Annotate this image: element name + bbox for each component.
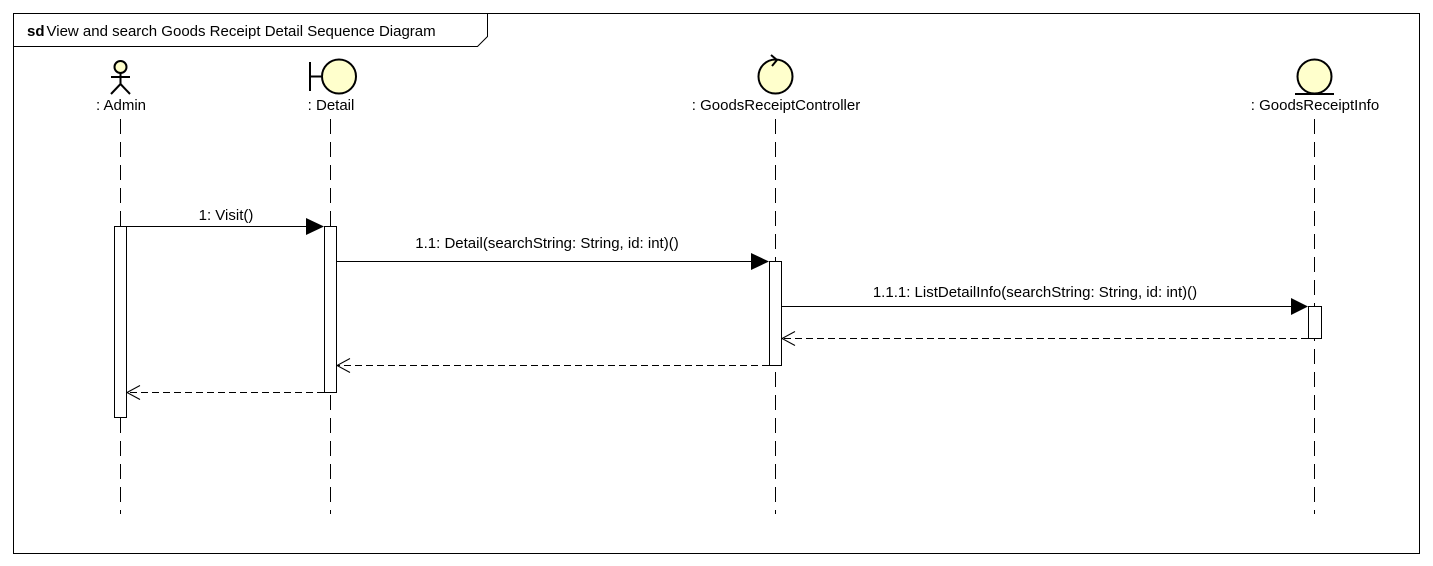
- activation-bar-detail: [324, 226, 337, 393]
- message-label-list-detail-info: 1.1.1: ListDetailInfo(searchString: Stri…: [873, 284, 1197, 301]
- activation-bar-admin: [114, 226, 127, 418]
- message-arrowhead: [306, 218, 324, 235]
- return-arrowhead: [335, 358, 351, 373]
- activation-bar-controller: [769, 261, 782, 366]
- participant-label-goods-receipt-info: : GoodsReceiptInfo: [1251, 97, 1379, 114]
- participant-label-admin: : Admin: [96, 97, 146, 114]
- control-icon: [757, 54, 794, 95]
- activation-bars: [114, 226, 1322, 418]
- message-detail: 1.1: Detail(searchString: String, id: in…: [336, 235, 769, 270]
- message-visit: 1: Visit(): [126, 207, 324, 235]
- message-arrowhead: [751, 253, 769, 270]
- participant-label-goods-receipt-controller: : GoodsReceiptController: [692, 97, 860, 114]
- return-message-info-to-controller: [780, 331, 1308, 346]
- frame-keyword: sd: [27, 23, 45, 40]
- frame-title: View and search Goods Receipt Detail Seq…: [47, 23, 436, 40]
- return-arrowhead: [125, 385, 141, 400]
- lifelines: [120, 119, 1315, 514]
- return-message-detail-to-admin: [125, 385, 324, 400]
- message-arrowhead: [1291, 298, 1308, 315]
- return-message-controller-to-detail: [335, 358, 769, 373]
- actor-icon: [110, 60, 131, 95]
- message-label-visit: 1: Visit(): [199, 207, 254, 224]
- participant-labels: : Admin : Detail : GoodsReceiptControlle…: [96, 97, 1379, 114]
- messages: 1: Visit() 1.1: Detail(searchString: Str…: [125, 207, 1308, 400]
- message-label-detail: 1.1: Detail(searchString: String, id: in…: [415, 235, 678, 252]
- boundary-icon: [309, 58, 357, 95]
- message-list-detail-info: 1.1.1: ListDetailInfo(searchString: Stri…: [781, 284, 1308, 315]
- participant-label-detail: : Detail: [308, 97, 355, 114]
- return-arrowhead: [780, 331, 796, 346]
- activation-bar-goods-receipt-info: [1308, 306, 1322, 339]
- entity-icon: [1295, 58, 1334, 95]
